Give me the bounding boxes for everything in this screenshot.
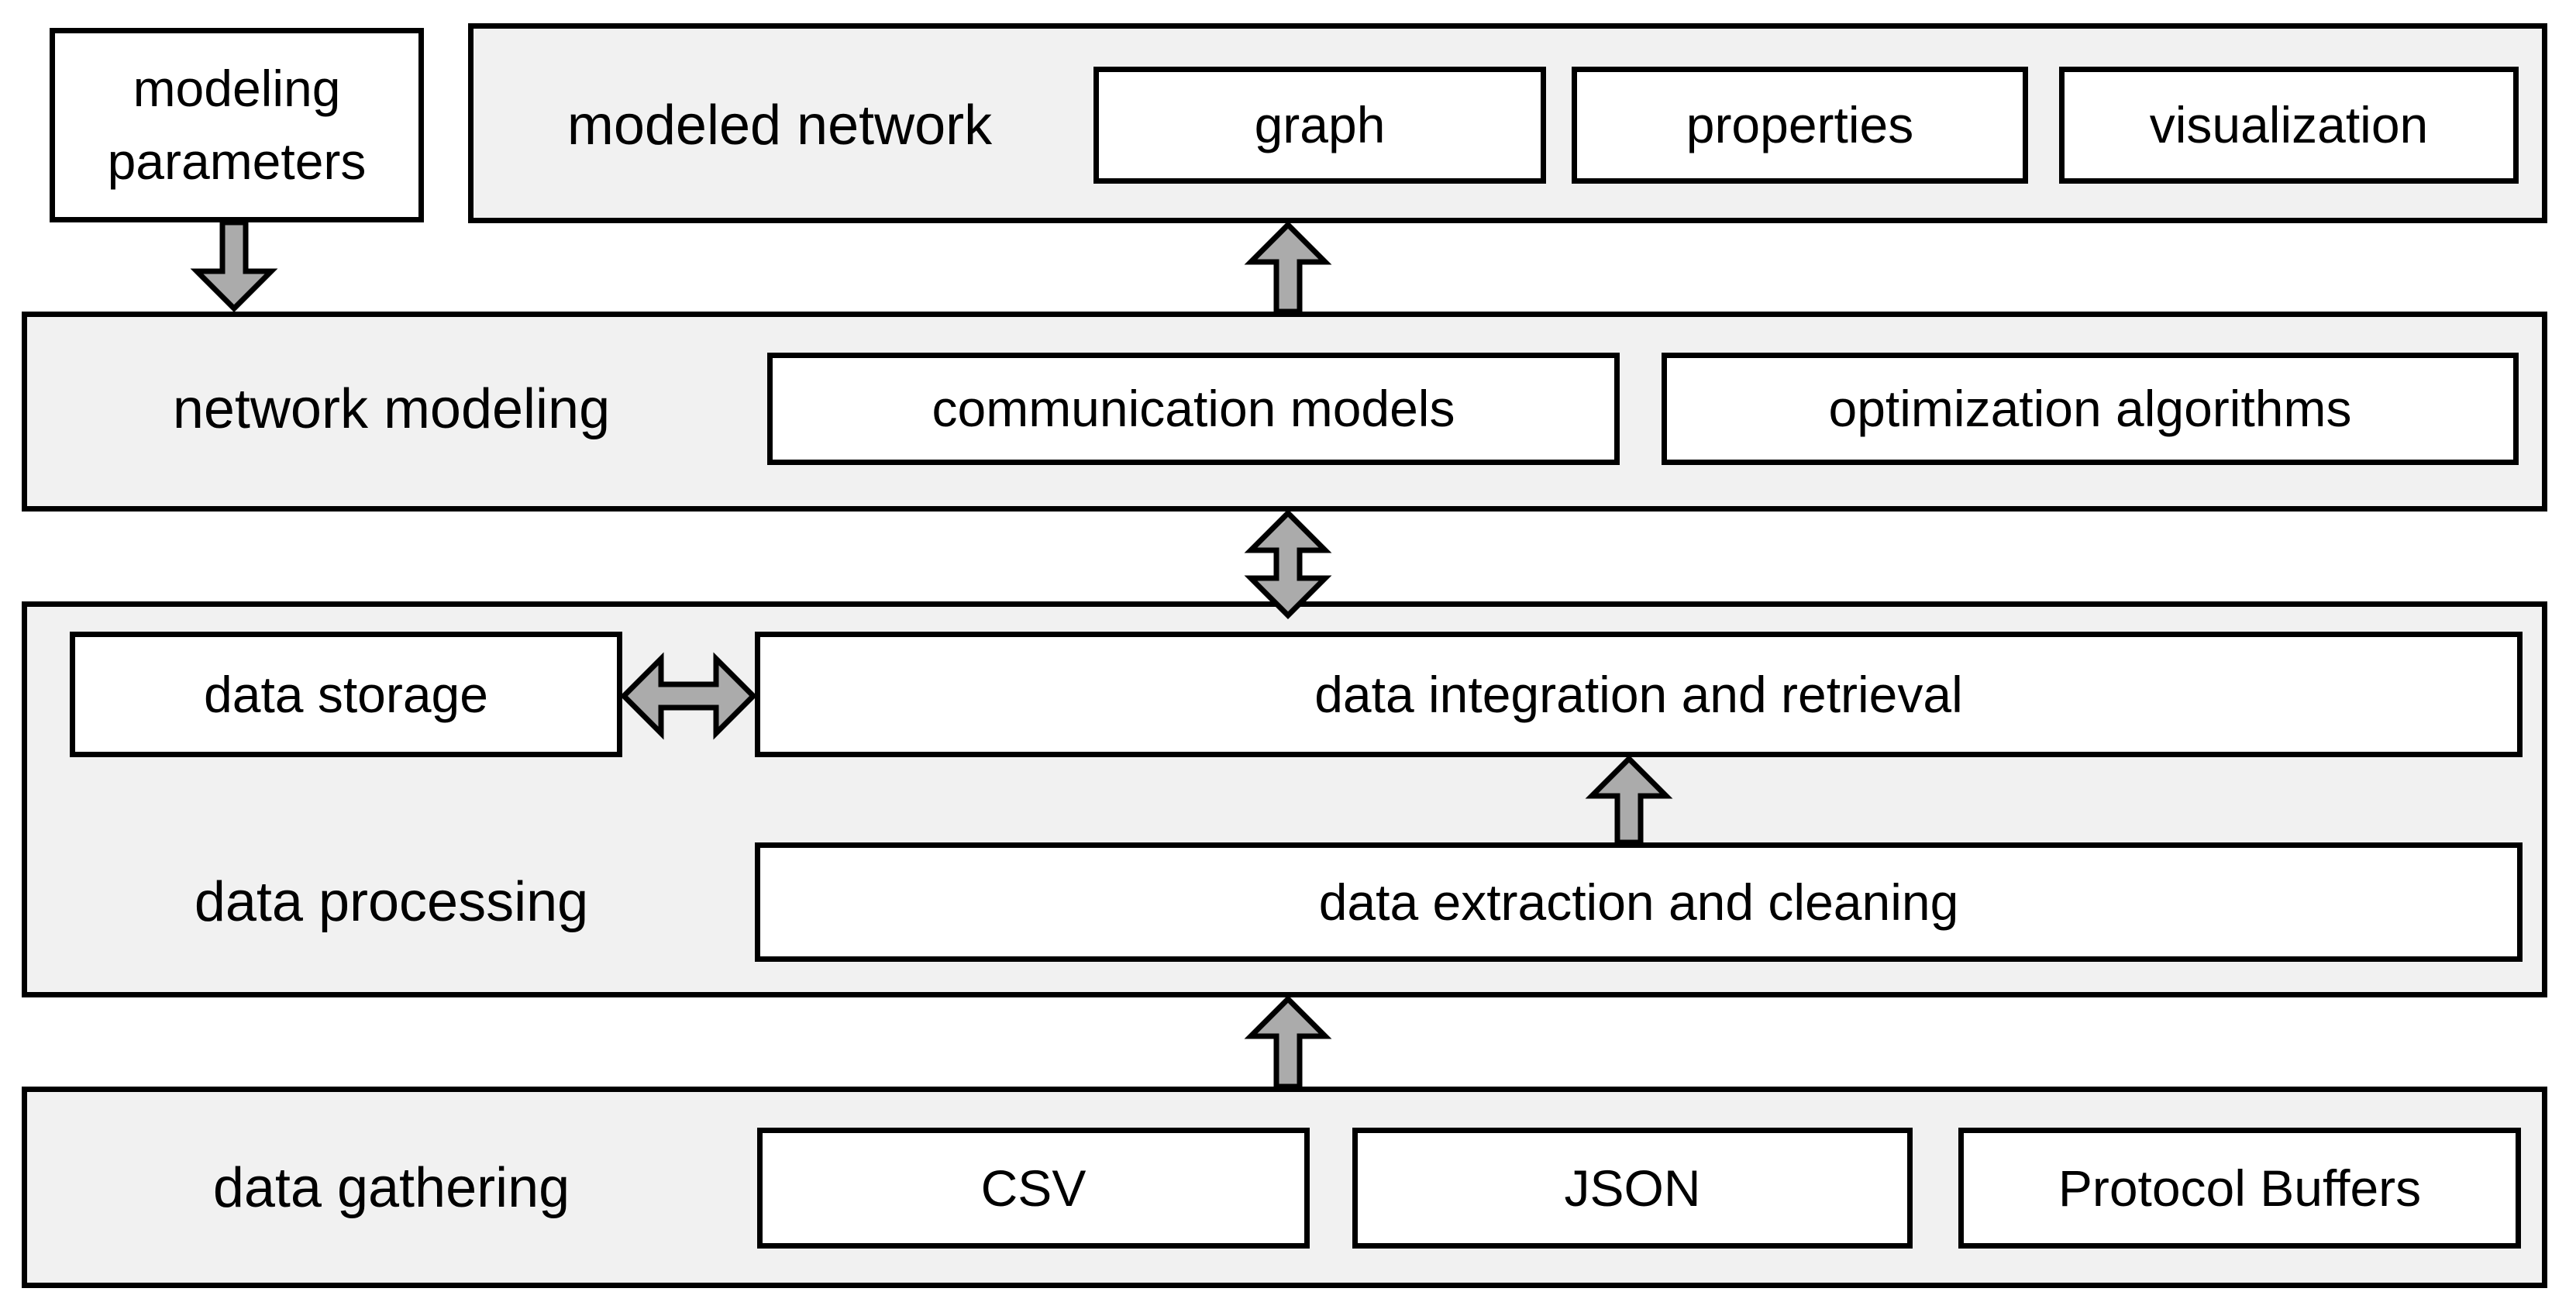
layer-label-modeled-network: modeled network: [567, 94, 993, 157]
box-data-storage: data storage: [70, 632, 622, 757]
box-visualization: visualization: [2059, 67, 2519, 184]
box-properties: properties: [1572, 67, 2028, 184]
arrow-data-gathering-to-data-processing: [1244, 995, 1332, 1090]
box-data-extraction-and-cleaning: data extraction and cleaning: [755, 842, 2523, 962]
arrow-network-modeling-to-modeled-network: [1244, 221, 1332, 315]
layer-label-data-gathering: data gathering: [212, 1157, 570, 1219]
box-protocol-buffers: Protocol Buffers: [1958, 1128, 2521, 1249]
box-graph: graph: [1093, 67, 1546, 184]
modeling-parameters-line2: parameters: [107, 132, 367, 190]
layer-label-network-modeling: network modeling: [172, 377, 611, 440]
box-optimization-algorithms: optimization algorithms: [1662, 353, 2519, 465]
modeling-parameters-line1: modeling: [133, 59, 341, 117]
box-csv: CSV: [757, 1128, 1310, 1249]
arrow-network-modeling-data-processing-bidirectional: [1244, 509, 1332, 619]
box-modeling-parameters: modeling parameters: [50, 28, 424, 222]
box-communication-models: communication models: [767, 353, 1620, 465]
box-data-integration-and-retrieval: data integration and retrieval: [755, 632, 2523, 757]
box-json: JSON: [1352, 1128, 1913, 1249]
layer-label-data-processing: data processing: [194, 871, 589, 933]
arrow-modeling-parameters-to-network-modeling: [190, 219, 278, 312]
